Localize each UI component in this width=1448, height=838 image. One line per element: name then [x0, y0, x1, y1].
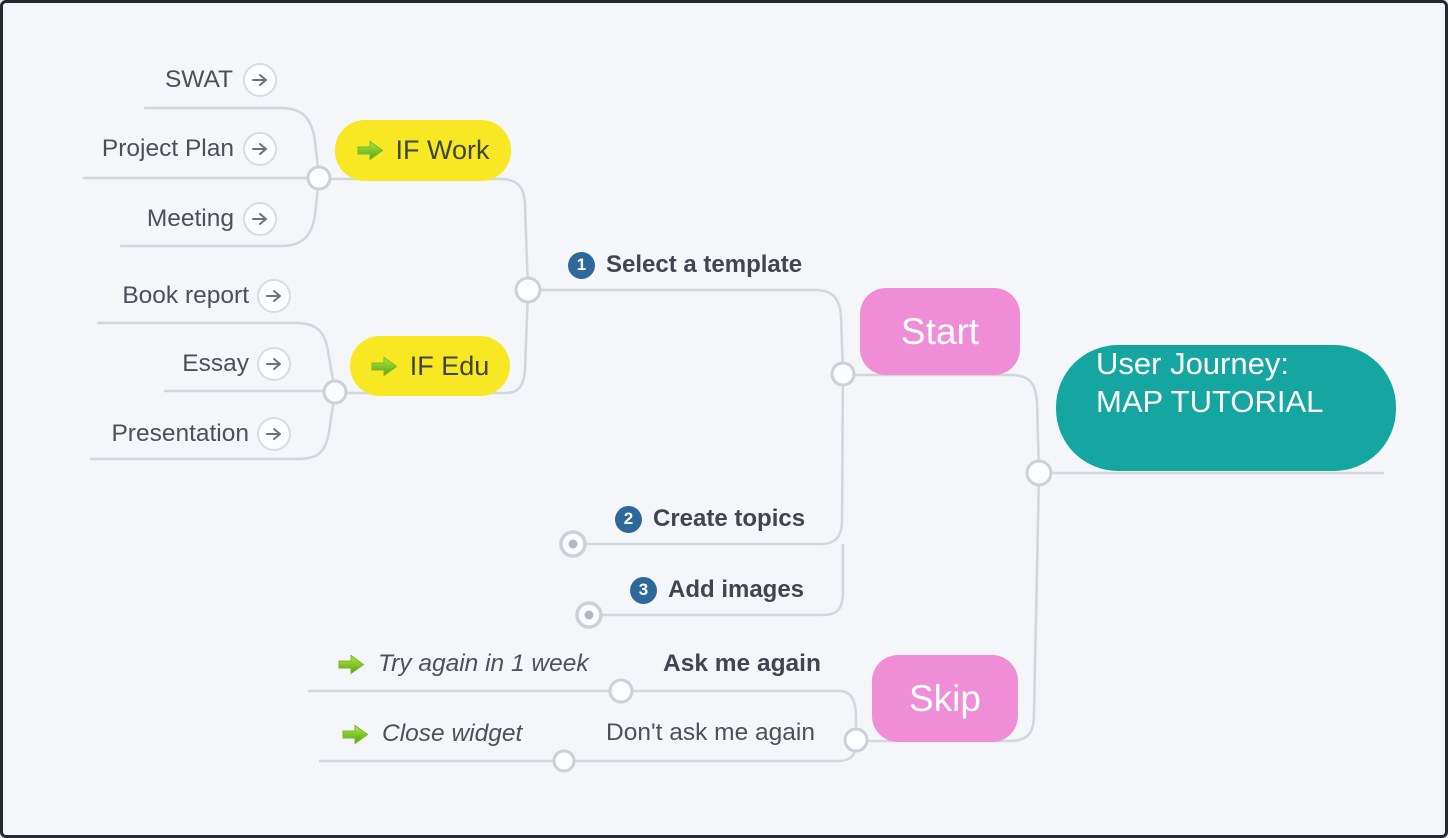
connector-create-topics — [571, 373, 845, 546]
connector-if-edu — [333, 289, 530, 395]
topic-meeting[interactable]: Meeting — [146, 205, 234, 232]
root-topic[interactable]: User Journey: MAP TUTORIAL — [1056, 345, 1396, 471]
essay-link-arrow-icon[interactable] — [257, 347, 291, 381]
node-handle-ask-again[interactable] — [608, 678, 634, 704]
priority-badge-3: 3 — [630, 576, 657, 604]
node-handle-select-template[interactable] — [514, 276, 542, 304]
topic-close-widget[interactable]: Close widget — [342, 720, 522, 748]
close-widget-label: Close widget — [382, 720, 523, 747]
skip-label: Skip — [909, 677, 981, 719]
connector-start — [841, 373, 1041, 475]
green-arrow-icon — [357, 140, 383, 161]
connector-meeting — [119, 176, 321, 248]
topic-create-topics[interactable]: 2 Create topics — [615, 505, 805, 533]
green-arrow-icon — [338, 654, 365, 674]
node-handle-start[interactable] — [830, 361, 856, 387]
topic-if-edu[interactable]: IF Edu — [350, 336, 510, 396]
green-arrow-icon — [371, 356, 398, 376]
topic-swat[interactable]: SWAT — [164, 66, 233, 93]
node-handle-if-work[interactable] — [306, 165, 332, 191]
topic-start[interactable]: Start — [860, 288, 1020, 375]
topic-project-plan[interactable]: Project Plan — [101, 135, 234, 162]
if-edu-label: IF Edu — [409, 350, 490, 381]
collapse-dot-create-topics — [568, 539, 578, 549]
node-handle-skip[interactable] — [843, 727, 869, 753]
connector-book-report — [96, 321, 337, 394]
topic-skip[interactable]: Skip — [872, 655, 1018, 742]
node-handle-dont-ask[interactable] — [552, 749, 576, 773]
topic-presentation[interactable]: Presentation — [111, 420, 249, 447]
topic-select-template[interactable]: 1 Select a template — [568, 251, 802, 279]
presentation-link-arrow-icon[interactable] — [257, 417, 291, 451]
root-title-line2: MAP TUTORIAL — [1096, 384, 1324, 419]
book-report-link-arrow-icon[interactable] — [257, 279, 291, 313]
priority-badge-1: 1 — [568, 251, 595, 279]
root-title-line1: User Journey: — [1096, 346, 1289, 381]
topic-dont-ask-me-again[interactable]: Don't ask me again — [606, 719, 815, 746]
connector-skip — [854, 471, 1041, 743]
select-template-label: Select a template — [606, 251, 803, 278]
if-work-label: IF Work — [395, 135, 490, 165]
topic-try-again[interactable]: Try again in 1 week — [338, 650, 589, 678]
priority-badge-2: 2 — [615, 505, 642, 533]
meeting-link-arrow-icon[interactable] — [243, 202, 277, 236]
topic-book-report[interactable]: Book report — [122, 282, 249, 309]
connector-presentation — [89, 390, 337, 461]
connector-add-images — [587, 543, 845, 617]
add-images-label: Add images — [668, 576, 805, 603]
node-handle-root[interactable] — [1025, 459, 1053, 487]
connector-lines — [82, 106, 1385, 773]
try-again-label: Try again in 1 week — [378, 650, 589, 677]
start-label: Start — [900, 310, 980, 352]
green-arrow-icon — [342, 724, 369, 744]
connector-select-template — [526, 288, 845, 376]
swat-link-arrow-icon[interactable] — [243, 63, 277, 97]
topic-ask-me-again[interactable]: Ask me again — [663, 650, 821, 677]
collapse-dot-add-images — [584, 610, 594, 620]
topic-if-work[interactable]: IF Work — [335, 120, 511, 181]
create-topics-label: Create topics — [653, 505, 806, 532]
project-plan-link-arrow-icon[interactable] — [243, 132, 277, 166]
connector-if-work — [317, 177, 530, 292]
node-handle-if-edu[interactable] — [322, 379, 348, 405]
topic-add-images[interactable]: 3 Add images — [630, 576, 804, 604]
connector-ask-again — [307, 689, 858, 742]
topic-essay[interactable]: Essay — [182, 350, 249, 377]
connector-swat — [143, 106, 321, 180]
